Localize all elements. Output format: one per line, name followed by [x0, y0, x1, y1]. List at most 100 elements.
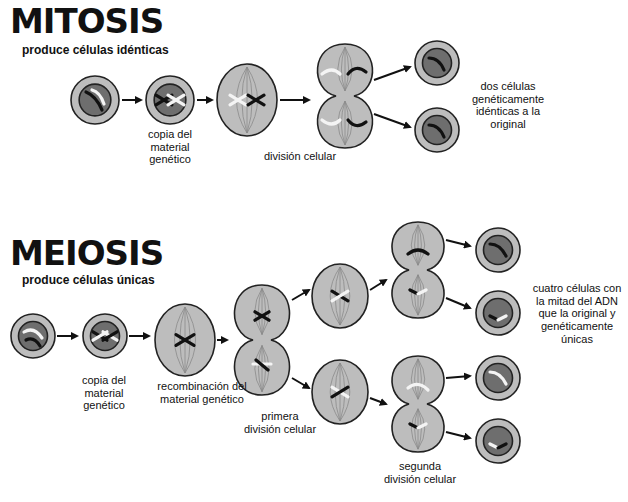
chromosome [26, 339, 40, 346]
chromosome [230, 95, 246, 105]
arrow [217, 339, 227, 341]
arrow [370, 280, 386, 290]
chromosome [429, 58, 444, 70]
chromosome [176, 335, 194, 346]
spindle-fiber [345, 101, 346, 145]
arrow [57, 335, 77, 337]
chromosome [322, 70, 340, 74]
nucleus [90, 321, 119, 350]
spindle-cell [217, 64, 277, 136]
heading: MITOSIS [10, 4, 210, 38]
cell [476, 356, 520, 400]
cell [146, 76, 194, 124]
spindle-fiber [345, 47, 346, 91]
spindle-fiber [338, 47, 345, 91]
spindle-fiber [411, 359, 418, 399]
spindle-fiber [418, 225, 421, 265]
chromosome [418, 290, 426, 294]
spindle-cell [312, 264, 368, 328]
heading: MEIOSIS [10, 236, 210, 270]
spindle-fiber [262, 288, 263, 334]
nucleus [483, 363, 512, 392]
chromosome [490, 244, 506, 256]
chromosome [168, 95, 184, 105]
cell [476, 291, 520, 335]
spindle-fiber [418, 359, 419, 399]
chromosome [348, 120, 366, 126]
spindle-fiber [262, 346, 263, 392]
arrow [292, 290, 309, 300]
spindle-fiber [345, 47, 349, 91]
result-label: dos células genéticamente idénticas a la… [460, 80, 556, 131]
chromosome [408, 384, 428, 390]
step-label: división celular [260, 150, 340, 163]
chromosome [348, 68, 366, 74]
spindle-fiber [341, 101, 345, 145]
chromosome [248, 95, 264, 105]
nucleus [422, 48, 451, 77]
spindle-fiber [258, 346, 262, 392]
arrow [197, 99, 212, 101]
arrow [292, 378, 309, 388]
chromosome [24, 330, 42, 338]
cell [11, 314, 55, 358]
arrow [446, 298, 470, 308]
chromosome [332, 291, 348, 301]
chromosome [92, 90, 104, 104]
step-label: copia del material genético [67, 374, 141, 412]
spindle-fiber [415, 225, 418, 265]
result-label: cuatro células con la mitad del ADN que … [530, 282, 624, 345]
chromosome [408, 250, 428, 254]
dividing-cell [392, 356, 444, 452]
arrow [122, 99, 141, 101]
chromosome [256, 360, 268, 370]
spindle-fiber [247, 67, 248, 133]
chromosome [429, 125, 444, 137]
nucleus [483, 235, 512, 264]
chromosome [332, 387, 348, 397]
chromosome [490, 372, 506, 384]
arrow [129, 335, 149, 337]
nucleus [79, 84, 111, 116]
spindle-fiber [345, 101, 349, 145]
nucleus [483, 298, 512, 327]
nucleus [483, 426, 512, 455]
spindle-fiber [242, 67, 247, 133]
chromosome [168, 95, 184, 105]
spindle-fiber [247, 67, 252, 133]
spindle-fiber [418, 359, 421, 399]
chromosome [322, 120, 340, 124]
chromosome [418, 424, 426, 428]
cell [415, 41, 459, 85]
chromosome [176, 335, 194, 346]
spindle-fiber [418, 359, 425, 399]
dividing-cell [392, 222, 444, 318]
spindle-fiber [341, 47, 345, 91]
step-label: primera división celular [242, 410, 318, 435]
chromosome [498, 316, 506, 320]
chromosome [230, 95, 246, 105]
arrow [370, 398, 386, 404]
chromosome [255, 312, 269, 320]
arrow [446, 240, 470, 246]
spindle-cell [155, 304, 215, 376]
arrow [374, 114, 410, 127]
subheading: produce células únicas [22, 274, 222, 288]
chromosome [332, 291, 348, 301]
arrow [374, 67, 410, 80]
chromosome [332, 387, 348, 397]
nucleus [18, 321, 47, 350]
nucleus [422, 115, 451, 144]
spindle-fiber [255, 346, 262, 392]
spindle-fiber [418, 225, 425, 265]
dividing-cell [318, 44, 373, 148]
chromosome [103, 332, 117, 340]
arrow [446, 376, 470, 378]
nucleus [154, 84, 186, 116]
chromosome [255, 312, 269, 320]
cell [415, 108, 459, 152]
chromosome [248, 95, 264, 105]
spindle-fiber [418, 225, 419, 265]
cell [476, 228, 520, 272]
step-label: segunda división celular [382, 460, 458, 485]
